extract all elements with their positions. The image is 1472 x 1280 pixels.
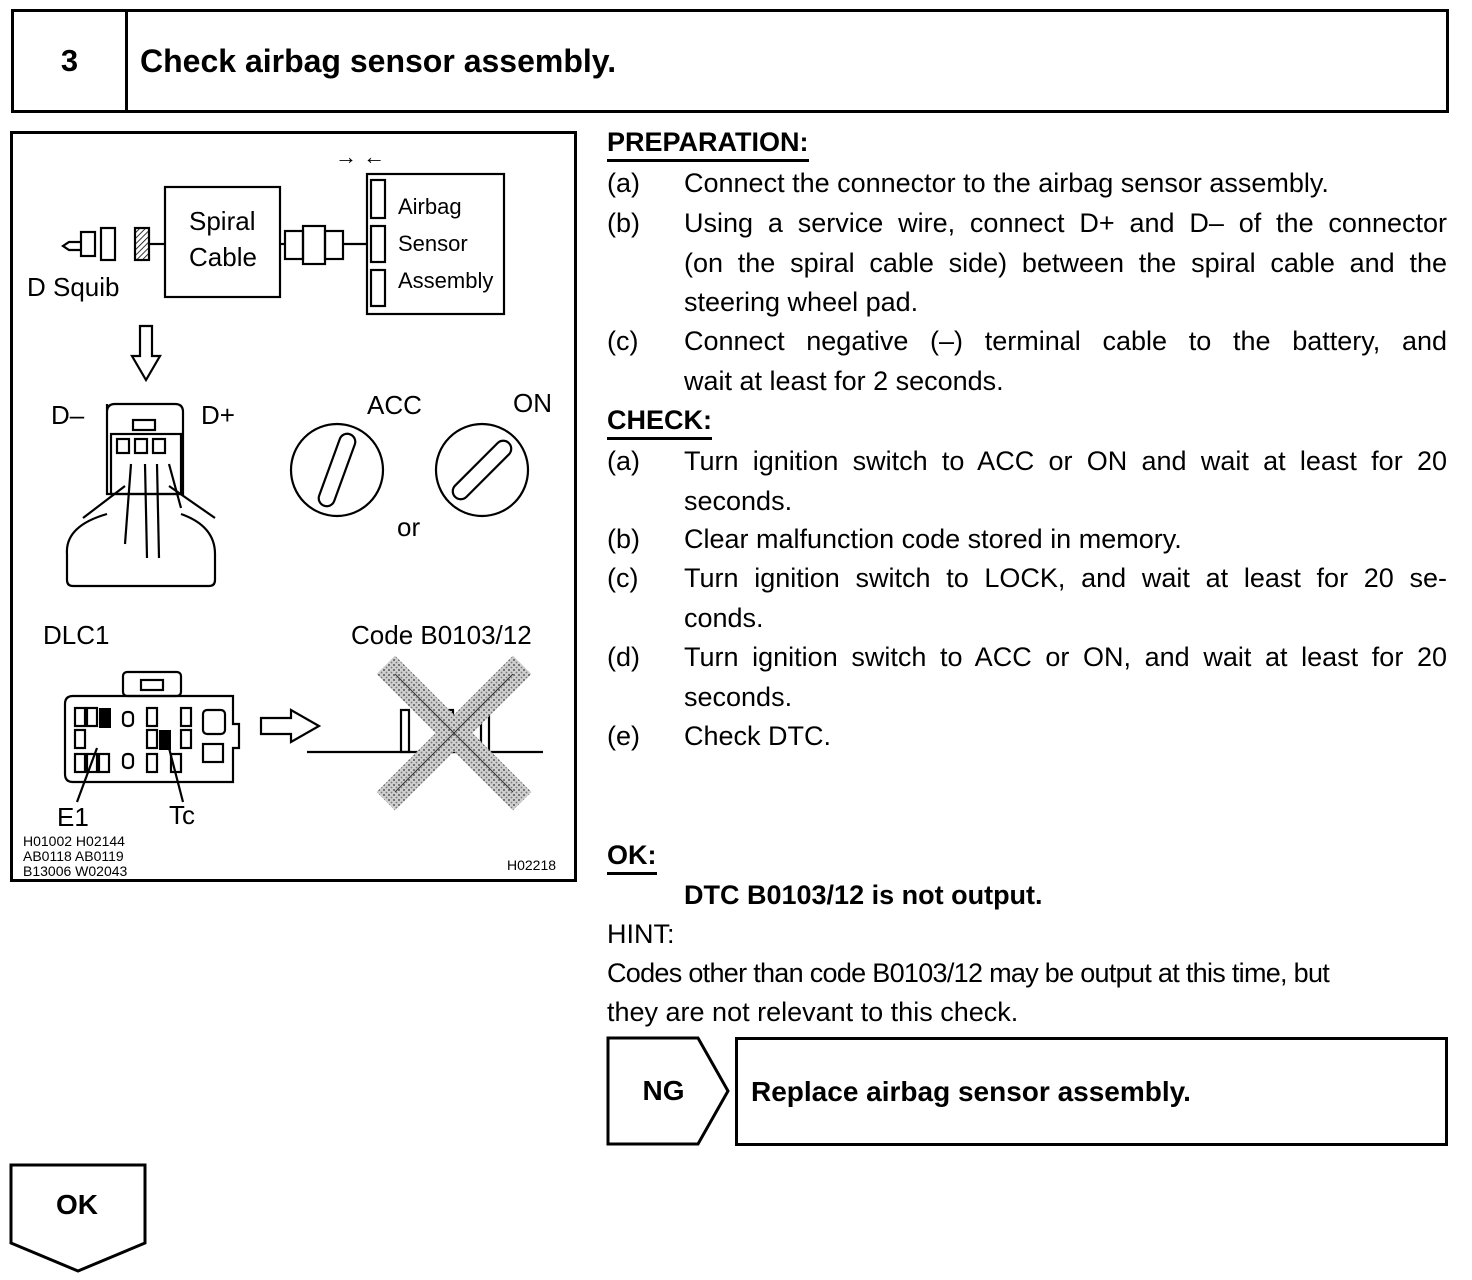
- check-item-a-text: Turn ignition switch to ACC or ON and wa…: [684, 442, 1447, 521]
- sensor-label-2: Sensor: [398, 231, 468, 256]
- prep-item-c-label: (c): [607, 326, 639, 356]
- step-number: 3: [14, 12, 128, 110]
- sensor-label-1: Airbag: [398, 194, 462, 219]
- prep-c-line-2: wait at least for 2 seconds.: [684, 365, 1004, 396]
- prep-b-line-1: Using a service wire, connect D+ and D– …: [684, 208, 1447, 238]
- prep-a-line-1: Connect the connector to the airbag sens…: [684, 168, 1329, 198]
- hint-line-2: they are not relevant to this check.: [607, 997, 1019, 1027]
- check-item-e-text: Check DTC.: [684, 717, 1447, 757]
- dlc1-label: DLC1: [43, 620, 110, 650]
- code-label: Code B0103/12: [351, 620, 532, 650]
- spiral-cable-label-2: Cable: [189, 242, 257, 272]
- figure-ref-2: AB0118 AB0119: [23, 848, 124, 864]
- prep-b-line-2: (on the spiral cable side) between the s…: [684, 247, 1447, 278]
- sensor-label-3: Assembly: [398, 268, 494, 293]
- check-item-d-label: (d): [607, 642, 640, 672]
- step-header: 3 Check airbag sensor assembly.: [11, 9, 1449, 113]
- prep-item-c-text: Connect negative (–) terminal cable to t…: [684, 322, 1447, 401]
- check-e-line-1: Check DTC.: [684, 721, 832, 751]
- prep-item-a-label: (a): [607, 168, 640, 198]
- ng-label: NG: [642, 1075, 685, 1106]
- ok-tab-shape: [9, 1163, 147, 1273]
- hint-line-1: Codes other than code B0103/12 may be ou…: [607, 958, 1330, 988]
- check-item-a-label: (a): [607, 446, 640, 476]
- ng-action-box: Replace airbag sensor assembly.: [735, 1037, 1448, 1146]
- tc-label: Tc: [169, 800, 195, 830]
- check-c-line-2: conds.: [684, 602, 764, 633]
- ok-tab-label: OK: [56, 1189, 98, 1220]
- prep-c-line-1: Connect negative (–) terminal cable to t…: [684, 326, 1447, 356]
- slide-arrows: → ←: [335, 144, 386, 169]
- prep-b-line-3: steering wheel pad.: [684, 287, 919, 317]
- illustration: → ← Spiral Cable Airbag Sensor Assembly …: [10, 131, 577, 882]
- check-item-d-text: Turn ignition switch to ACC or ON, and w…: [684, 638, 1447, 717]
- check-item-c-label: (c): [607, 563, 639, 593]
- step-title: Check airbag sensor assembly.: [140, 42, 617, 79]
- ng-tag-shape: [606, 1036, 730, 1146]
- preparation-heading: PREPARATION:: [607, 127, 809, 162]
- prep-item-b-text: Using a service wire, connect D+ and D– …: [684, 204, 1447, 323]
- check-item-b-label: (b): [607, 524, 640, 554]
- check-a-line-2: seconds.: [684, 485, 793, 516]
- check-c-line-1: Turn ignition switch to LOCK, and wait a…: [684, 563, 1447, 593]
- hint-label: HINT:: [607, 919, 675, 949]
- check-item-b-text: Clear malfunction code stored in memory.: [684, 520, 1447, 560]
- d-plus-label: D+: [201, 400, 235, 430]
- check-d-line-2: seconds.: [684, 681, 793, 712]
- check-d-line-1: Turn ignition switch to ACC or ON, and w…: [684, 642, 1447, 672]
- d-squib-label: D Squib: [27, 272, 120, 302]
- check-item-c-text: Turn ignition switch to LOCK, and wait a…: [684, 559, 1447, 638]
- spiral-cable-label-1: Spiral: [189, 206, 256, 236]
- ok-heading: OK:: [607, 840, 657, 875]
- e1-label: E1: [57, 802, 89, 832]
- d-minus-label: D–: [51, 400, 85, 430]
- ng-action: Replace airbag sensor assembly.: [751, 1075, 1191, 1107]
- illustration-drawing: [61, 172, 543, 811]
- prep-item-a-text: Connect the connector to the airbag sens…: [684, 164, 1447, 204]
- ok-result: DTC B0103/12 is not output.: [684, 880, 1043, 910]
- figure-id: H02218: [507, 857, 557, 873]
- check-a-line-1: Turn ignition switch to ACC or ON and wa…: [684, 446, 1447, 476]
- acc-label: ACC: [367, 390, 422, 420]
- figure-ref-1: H01002 H02144: [23, 833, 125, 849]
- on-label: ON: [513, 388, 552, 418]
- check-item-e-label: (e): [607, 721, 640, 751]
- or-label: or: [397, 512, 421, 542]
- check-heading: CHECK:: [607, 405, 712, 440]
- figure-ref-3: B13006 W02043: [23, 863, 128, 879]
- check-b-line-1: Clear malfunction code stored in memory.: [684, 524, 1182, 554]
- prep-item-b-label: (b): [607, 208, 640, 238]
